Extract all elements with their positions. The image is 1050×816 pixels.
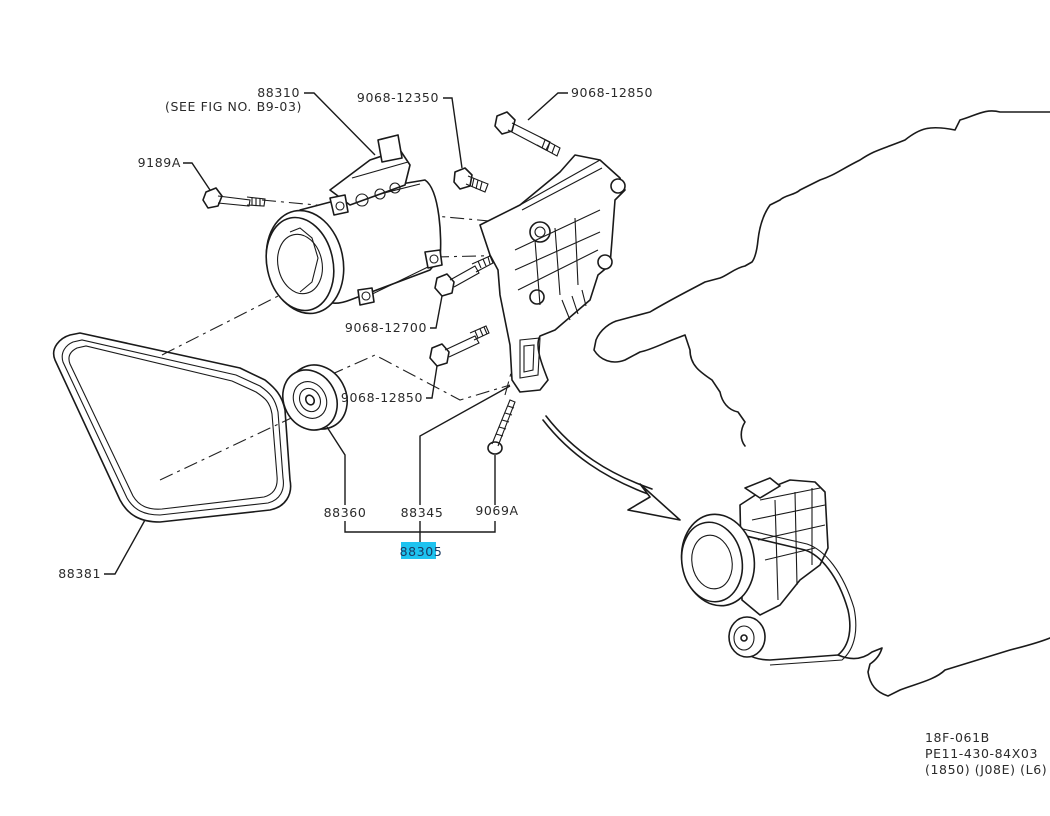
- compressor-bracket[interactable]: [479, 154, 626, 393]
- idler-pulley[interactable]: [272, 355, 358, 440]
- label-see-fig-note: (SEE FIG NO. B9-03): [165, 99, 302, 114]
- figure-code: 18F-061B: [925, 730, 990, 745]
- label-9068-12700[interactable]: 9068-12700: [345, 320, 427, 335]
- engine-silhouette: [593, 110, 1050, 697]
- ac-compressor[interactable]: [257, 134, 443, 321]
- callout-labels: 88310 (SEE FIG NO. B9-03) 9189A 9068-123…: [58, 85, 653, 581]
- bolt-9068-12850-lower[interactable]: [429, 325, 490, 367]
- selection-highlight: [401, 542, 436, 559]
- variant-code: (1850) (J08E) (L6): [925, 762, 1047, 777]
- label-9189a[interactable]: 9189A: [138, 155, 181, 170]
- label-88305-selected[interactable]: 88305: [400, 542, 443, 559]
- label-88310[interactable]: 88310: [257, 85, 300, 100]
- bolt-9068-12700[interactable]: [434, 255, 494, 297]
- bolt-9189a[interactable]: [202, 187, 266, 209]
- bolt-9068-12350[interactable]: [453, 167, 489, 193]
- curved-arrow-icon: [542, 415, 681, 521]
- label-9069a[interactable]: 9069A: [475, 503, 518, 518]
- label-9068-12850-lower[interactable]: 9068-12850: [341, 390, 423, 405]
- bolt-9068-12850-top[interactable]: [494, 111, 561, 157]
- bolt-9069a[interactable]: [487, 399, 516, 455]
- label-88305[interactable]: 88305: [400, 544, 443, 559]
- label-9068-12850-top[interactable]: 9068-12850: [571, 85, 653, 100]
- catalog-code: PE11-430-84X03: [925, 746, 1038, 761]
- label-88360[interactable]: 88360: [324, 505, 367, 520]
- label-9068-12350[interactable]: 9068-12350: [357, 90, 439, 105]
- label-88381[interactable]: 88381: [58, 566, 101, 581]
- label-88345[interactable]: 88345: [401, 505, 444, 520]
- drive-belt[interactable]: [52, 332, 292, 523]
- installed-assembly-view: [680, 477, 857, 666]
- leader-lines: [104, 92, 568, 575]
- figure-reference: 18F-061B PE11-430-84X03 (1850) (J08E) (L…: [925, 730, 1047, 777]
